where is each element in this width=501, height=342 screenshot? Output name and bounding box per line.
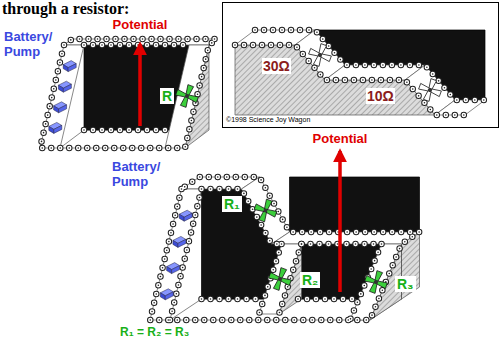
charge-beads (235, 30, 485, 115)
resistor-symbol (416, 76, 444, 104)
potential-arrow (138, 44, 142, 126)
resistor-label: R (160, 88, 174, 104)
resistor-symbol (251, 196, 279, 224)
resistor-symbol (362, 268, 390, 296)
battery-cell (179, 210, 192, 221)
battery-cell (54, 102, 67, 113)
resistor-label: R₃ (395, 276, 416, 292)
battery-cell (167, 263, 180, 274)
potential-arrow (338, 151, 342, 292)
back-wall (290, 177, 420, 232)
resistor-symbol (306, 41, 334, 69)
battery-cell (160, 289, 173, 300)
charge-beads (150, 177, 420, 320)
charge-beads (40, 39, 217, 148)
charge-beads (235, 30, 485, 115)
battery-label: Battery/ Pump (4, 30, 62, 60)
resistor-label: R₂ (300, 272, 320, 288)
battery-cell (173, 236, 186, 247)
picture-frame (223, 3, 499, 128)
charge-beads (150, 177, 420, 320)
single-loop-scene (40, 39, 217, 148)
copyright-note: ©1998 Science Joy Wagon (226, 116, 310, 124)
charge-beads (235, 30, 485, 115)
resistance-value: 30Ω (262, 58, 291, 74)
resistor-symbol (266, 265, 294, 293)
charge-beads (150, 177, 420, 320)
charge-beads (40, 39, 217, 148)
battery-cell (49, 122, 62, 133)
battery-label: Battery/ Pump (112, 160, 172, 190)
resistor-label: R₁ (222, 196, 242, 212)
parallel-slope (259, 244, 302, 314)
series-scene (223, 3, 499, 128)
battery-cell (58, 81, 71, 92)
charge-beads (40, 39, 217, 148)
lower-level (435, 100, 485, 115)
potential-label: Potential (311, 132, 370, 147)
resistance-value: 10Ω (366, 88, 395, 104)
battery-cell (63, 61, 76, 72)
potential-label: Potential (111, 18, 170, 33)
combined-scene (150, 151, 420, 320)
resistor-symbol (173, 82, 201, 110)
heading-text: through a resistor: (2, 0, 129, 17)
equality-note: R₁ = R₂ = R₃ (120, 325, 189, 339)
